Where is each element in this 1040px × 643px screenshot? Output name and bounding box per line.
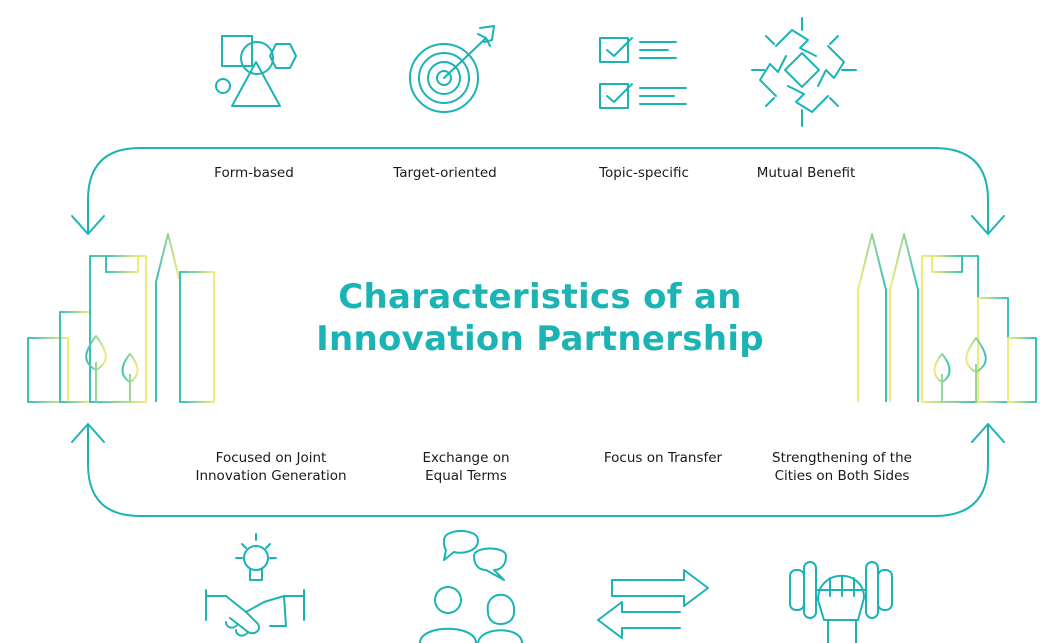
- title-line-2: Innovation Partnership: [316, 319, 764, 359]
- diagram-title: Characteristics of an Innovation Partner…: [316, 276, 764, 360]
- bottom-right-arrowhead-icon: [971, 423, 1005, 443]
- exchange-arrows-icon: [597, 569, 709, 639]
- top-cycle-arrow: [87, 147, 989, 233]
- label-focus-transfer: Focus on Transfer: [604, 449, 722, 467]
- label-form-based: Form-based: [214, 165, 294, 181]
- label-strengthening-cities-line-1: Strengthening of the: [772, 450, 912, 466]
- hands-circle-icon: [751, 17, 857, 127]
- label-mutual-benefit: Mutual Benefit: [756, 165, 856, 181]
- people-chat-icon: [419, 530, 523, 643]
- city-skyline-right-icon: [848, 233, 1037, 403]
- label-joint-innovation: Focused on Joint Innovation Generation: [195, 449, 346, 485]
- label-strengthening-cities: Strengthening of the Cities on Both Side…: [772, 449, 912, 485]
- checklist-icon: [599, 37, 687, 109]
- label-strengthening-cities-line-2: Cities on Both Sides: [774, 468, 910, 484]
- top-right-arrowhead-icon: [971, 215, 1005, 235]
- title-line-1: Characteristics of an: [338, 277, 742, 317]
- label-joint-innovation-line-1: Focused on Joint: [215, 450, 327, 466]
- lightbulb-handshake-icon: [205, 533, 305, 637]
- bottom-left-arrowhead-icon: [71, 423, 105, 443]
- top-left-arrowhead-icon: [71, 215, 105, 235]
- target-icon: [409, 25, 495, 113]
- shapes-icon: [215, 35, 297, 107]
- label-target-oriented: Target-oriented: [393, 165, 497, 181]
- label-joint-innovation-line-2: Innovation Generation: [195, 468, 347, 484]
- city-skyline-left-icon: [20, 233, 222, 403]
- fist-dumbbell-icon: [789, 561, 893, 643]
- label-topic-specific: Topic-specific: [599, 165, 689, 181]
- bottom-cycle-arrow: [87, 425, 989, 517]
- label-equal-terms-line-2: Equal Terms: [425, 468, 507, 484]
- label-equal-terms-line-1: Exchange on: [422, 450, 510, 466]
- label-focus-transfer-line-1: Focus on Transfer: [603, 450, 723, 466]
- label-equal-terms: Exchange on Equal Terms: [422, 449, 509, 485]
